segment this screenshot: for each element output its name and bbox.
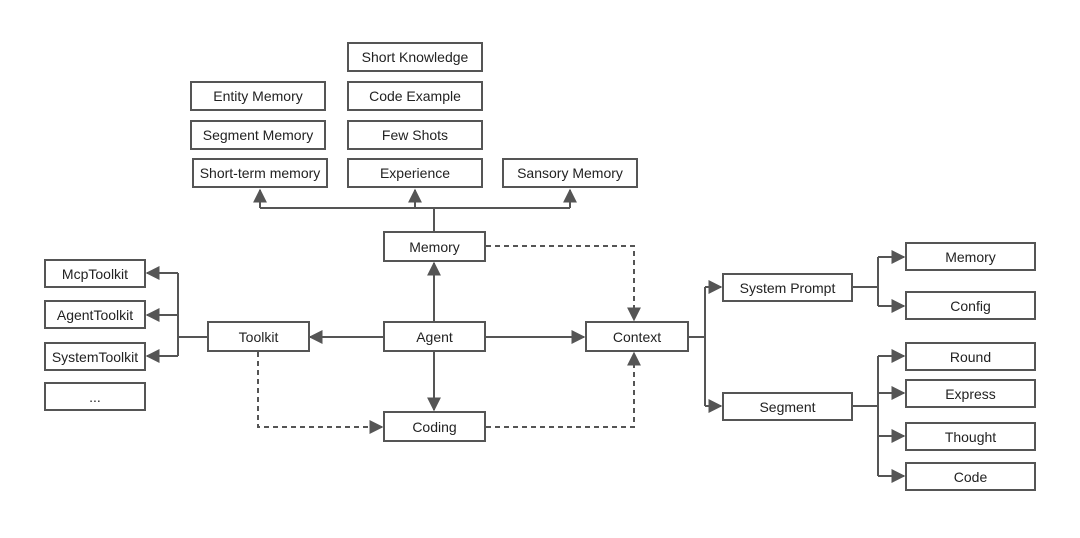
segment-memory-box: Segment Memory bbox=[190, 120, 326, 150]
system-prompt-box: System Prompt bbox=[722, 273, 853, 302]
code-example-box: Code Example bbox=[347, 81, 483, 111]
dashed-toolkit-to-coding bbox=[257, 352, 384, 434]
express-box: Express bbox=[905, 379, 1036, 408]
toolkit-box: Toolkit bbox=[207, 321, 310, 352]
memory-box: Memory bbox=[383, 231, 486, 262]
context-box: Context bbox=[585, 321, 689, 352]
entity-memory-box: Entity Memory bbox=[190, 81, 326, 111]
dashed-memory-to-context bbox=[486, 245, 641, 322]
experience-box: Experience bbox=[347, 158, 483, 188]
config-box: Config bbox=[905, 291, 1036, 320]
mcp-toolkit-box: McpToolkit bbox=[44, 259, 146, 288]
round-box: Round bbox=[905, 342, 1036, 371]
sansory-memory-box: Sansory Memory bbox=[502, 158, 638, 188]
segment-box: Segment bbox=[722, 392, 853, 421]
system-toolkit-box: SystemToolkit bbox=[44, 342, 146, 371]
short-term-memory-box: Short-term memory bbox=[192, 158, 328, 188]
ellipsis-box: ... bbox=[44, 382, 146, 411]
short-knowledge-box: Short Knowledge bbox=[347, 42, 483, 72]
dashed-coding-to-context bbox=[486, 351, 641, 428]
code-box: Code bbox=[905, 462, 1036, 491]
thought-box: Thought bbox=[905, 422, 1036, 451]
agent-box: Agent bbox=[383, 321, 486, 352]
agent-toolkit-box: AgentToolkit bbox=[44, 300, 146, 329]
coding-box: Coding bbox=[383, 411, 486, 442]
sp-memory-box: Memory bbox=[905, 242, 1036, 271]
few-shots-box: Few Shots bbox=[347, 120, 483, 150]
